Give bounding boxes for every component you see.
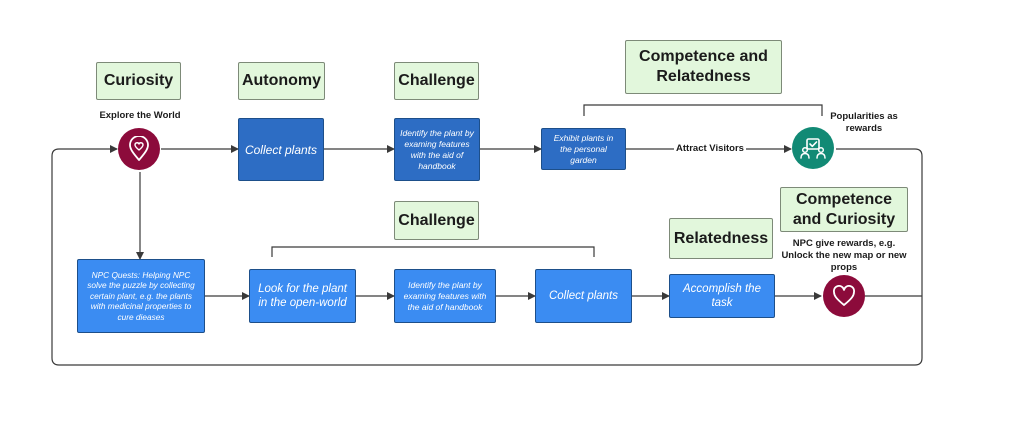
text-npc-rewards: NPC give rewards, e.g. Unlock the new ma… xyxy=(781,238,907,273)
bracket-challenge-bottom xyxy=(271,246,595,257)
label-challenge-top: Challenge xyxy=(394,62,479,100)
text-popularities: Popularities as rewards xyxy=(830,111,898,134)
label-competence-relatedness: Competence and Relatedness xyxy=(625,40,782,94)
label-challenge-bottom: Challenge xyxy=(394,201,479,240)
text-attract-visitors: Attract Visitors xyxy=(674,143,746,155)
heart-location-icon xyxy=(129,136,149,161)
rewards-node xyxy=(823,275,865,317)
popularity-node xyxy=(792,127,834,169)
label-curiosity: Curiosity xyxy=(96,62,181,100)
box-accomplish-task: Accomplish the task xyxy=(669,274,775,318)
box-identify-top: Identify the plant by examing features w… xyxy=(394,118,480,181)
box-exhibit-plants: Exhibit plants in the personal garden xyxy=(541,128,626,170)
bracket-competence-relatedness xyxy=(583,104,823,116)
box-collect-plants-top: Collect plants xyxy=(238,118,324,181)
people-checklist-icon xyxy=(800,138,826,159)
heart-icon xyxy=(833,285,855,306)
box-npc-quests: NPC Quests: Helping NPC solve the puzzle… xyxy=(77,259,205,333)
box-look-for-plant: Look for the plant in the open-world xyxy=(249,269,356,323)
edge-loop xyxy=(51,145,923,366)
label-autonomy: Autonomy xyxy=(238,62,325,100)
box-collect-plants-bottom: Collect plants xyxy=(535,269,632,323)
explore-world-node xyxy=(118,128,160,170)
label-competence-curiosity: Competence and Curiosity xyxy=(780,187,908,232)
box-identify-bottom: Identify the plant by examing features w… xyxy=(394,269,496,323)
text-explore-world: Explore the World xyxy=(99,110,181,121)
label-relatedness: Relatedness xyxy=(669,218,773,259)
